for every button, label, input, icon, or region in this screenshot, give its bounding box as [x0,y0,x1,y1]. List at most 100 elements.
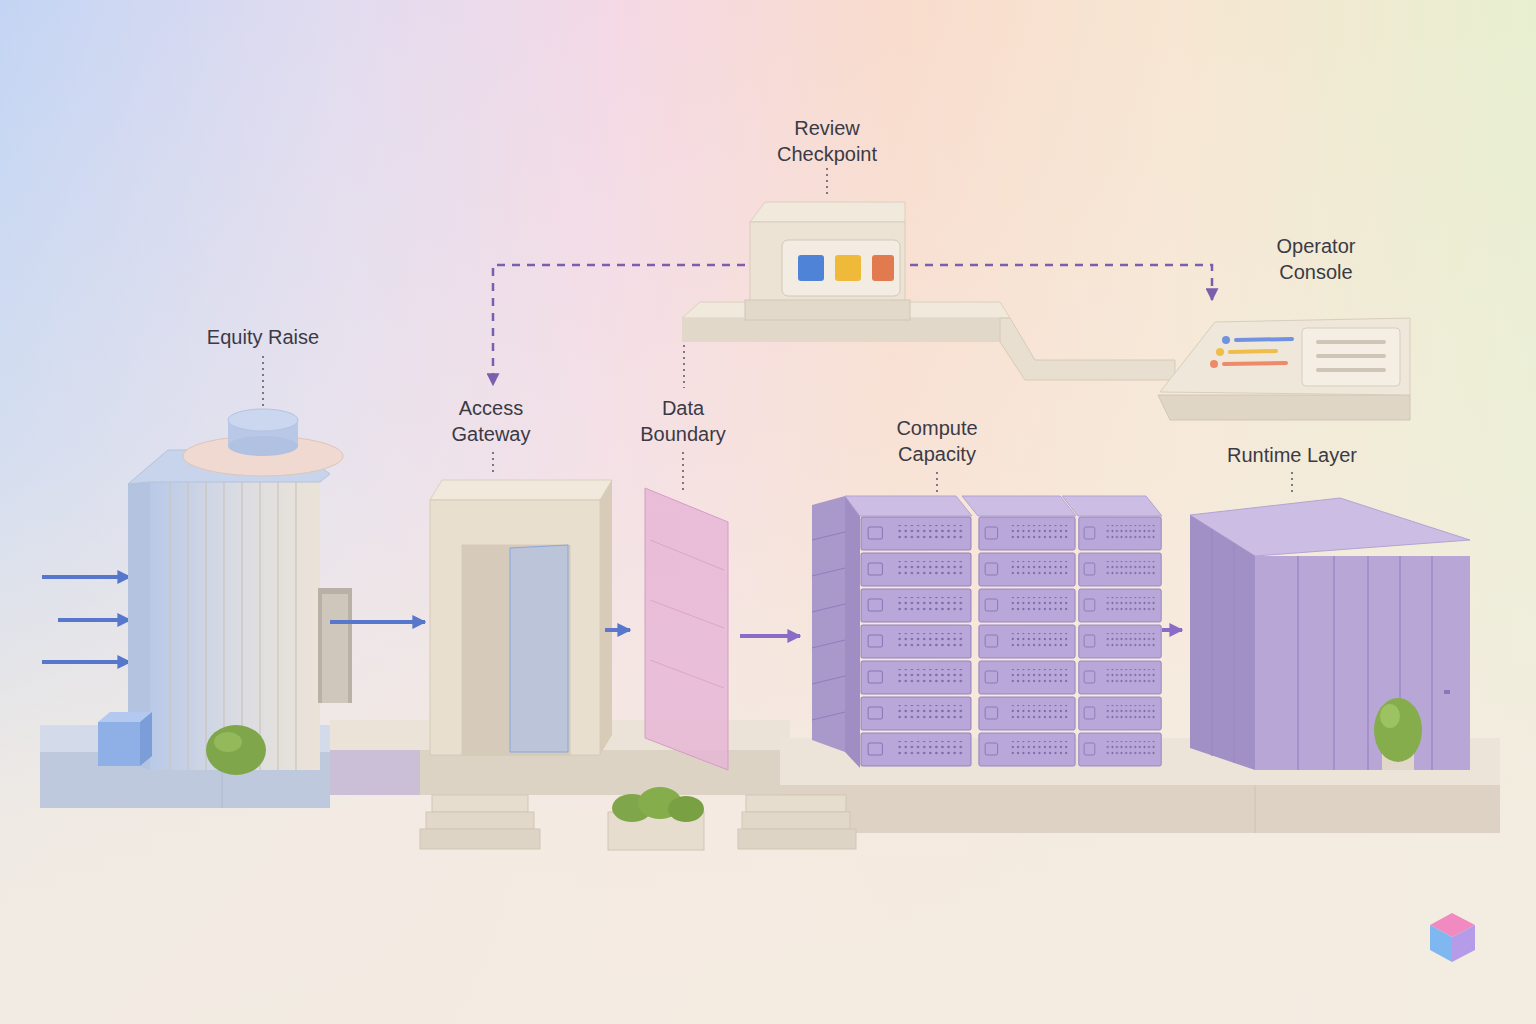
stairs [420,829,540,849]
equity-building [223,480,224,770]
server-stack [979,589,1075,622]
runtime-rack [1374,698,1422,762]
server-stack [979,625,1075,658]
equity-building [214,732,242,752]
leader-line [683,345,685,388]
boundary-panel [650,660,724,688]
console-panel [1230,351,1276,352]
equity-building [318,588,352,703]
server-stack [979,517,1075,550]
equity-building [322,594,348,703]
leader-line [262,356,264,410]
review-arrow [493,265,745,385]
server-stack [979,553,1075,586]
flow-arrow [605,628,630,632]
server-stack [812,640,845,648]
console-panel [1210,360,1218,368]
console-panel [1158,395,1410,420]
runtime-rack [1297,556,1299,770]
checkpoint-node: Review Checkpoint [745,112,910,330]
console-panel [1160,318,1410,395]
stairs [420,795,856,849]
gateway-node: Access Gateway [425,385,605,758]
review-arrow [910,265,1212,300]
server-stack [861,589,971,622]
console-panel [1158,318,1410,420]
equity-building [205,480,206,770]
equity-building [277,480,278,770]
gateway-arch [430,500,600,755]
equity-building [98,722,140,766]
checkpoint-box [872,255,894,281]
checkpoint-box [750,202,905,222]
server-stack [861,733,971,766]
console-panel [1318,342,1384,370]
boundary-panel [645,488,728,770]
checkpoint-box [745,300,910,320]
equity-building [183,436,343,476]
flow-arrow [330,620,425,624]
platform [780,785,1500,833]
runtime-rack [1367,556,1369,770]
checkpoint-box [798,255,824,281]
server-stack [979,733,1075,766]
runtime-rack [1255,556,1470,770]
server-stack [962,496,1076,516]
node-label: Access Gateway [436,395,546,447]
equity-building [169,480,170,770]
runtime-rack [1211,529,1213,756]
checkpoint-box [782,240,900,296]
server-stack [845,496,860,768]
server-stack [812,604,845,612]
console-panel [1318,368,1384,372]
gateway-arch [600,480,612,755]
runtime-rack [1431,556,1433,770]
stairs [738,829,856,849]
platform [420,750,790,795]
server-stack [812,532,845,720]
watermark-cube [1430,913,1475,962]
server-stack [845,496,972,516]
checkpoint-box [745,202,910,320]
node-label: Runtime Layer [1227,442,1357,468]
console-panel [1224,363,1286,364]
runtime-rack [1233,543,1235,763]
server-stack [861,661,971,694]
planter [668,796,704,822]
console-node: Operator Console [1155,300,1415,425]
equity-building [295,480,296,770]
flow-arrow [740,634,800,638]
runtime-rack [1190,498,1470,770]
server-stack [979,697,1075,730]
console-panel [1318,354,1384,358]
runtime-rack [1212,529,1432,770]
console-panel [1318,340,1384,344]
runtime-rack [1444,690,1450,694]
flow-arrow [1162,628,1182,632]
equity-building [228,436,298,456]
equity-building [206,725,266,775]
boundary-panel [650,600,724,628]
gateway-arch [430,480,612,755]
checkpoint-box [750,222,905,302]
leader-line [936,472,938,494]
equity-building [228,409,298,431]
server-stack [861,553,971,586]
stairs [432,795,528,812]
console-panel [1216,348,1224,356]
server-stack [1079,517,1161,550]
node-label: Data Boundary [633,395,733,447]
server-stack [1079,661,1161,694]
inflow-arrow [58,618,130,622]
server-stack [812,676,845,684]
runtime-rack [1380,704,1400,728]
equity-building [187,480,188,770]
checkpoint-box [835,255,861,281]
server-stack [1079,589,1161,622]
planter [608,787,704,850]
server-stack [1079,553,1161,586]
gateway-arch [510,545,568,752]
